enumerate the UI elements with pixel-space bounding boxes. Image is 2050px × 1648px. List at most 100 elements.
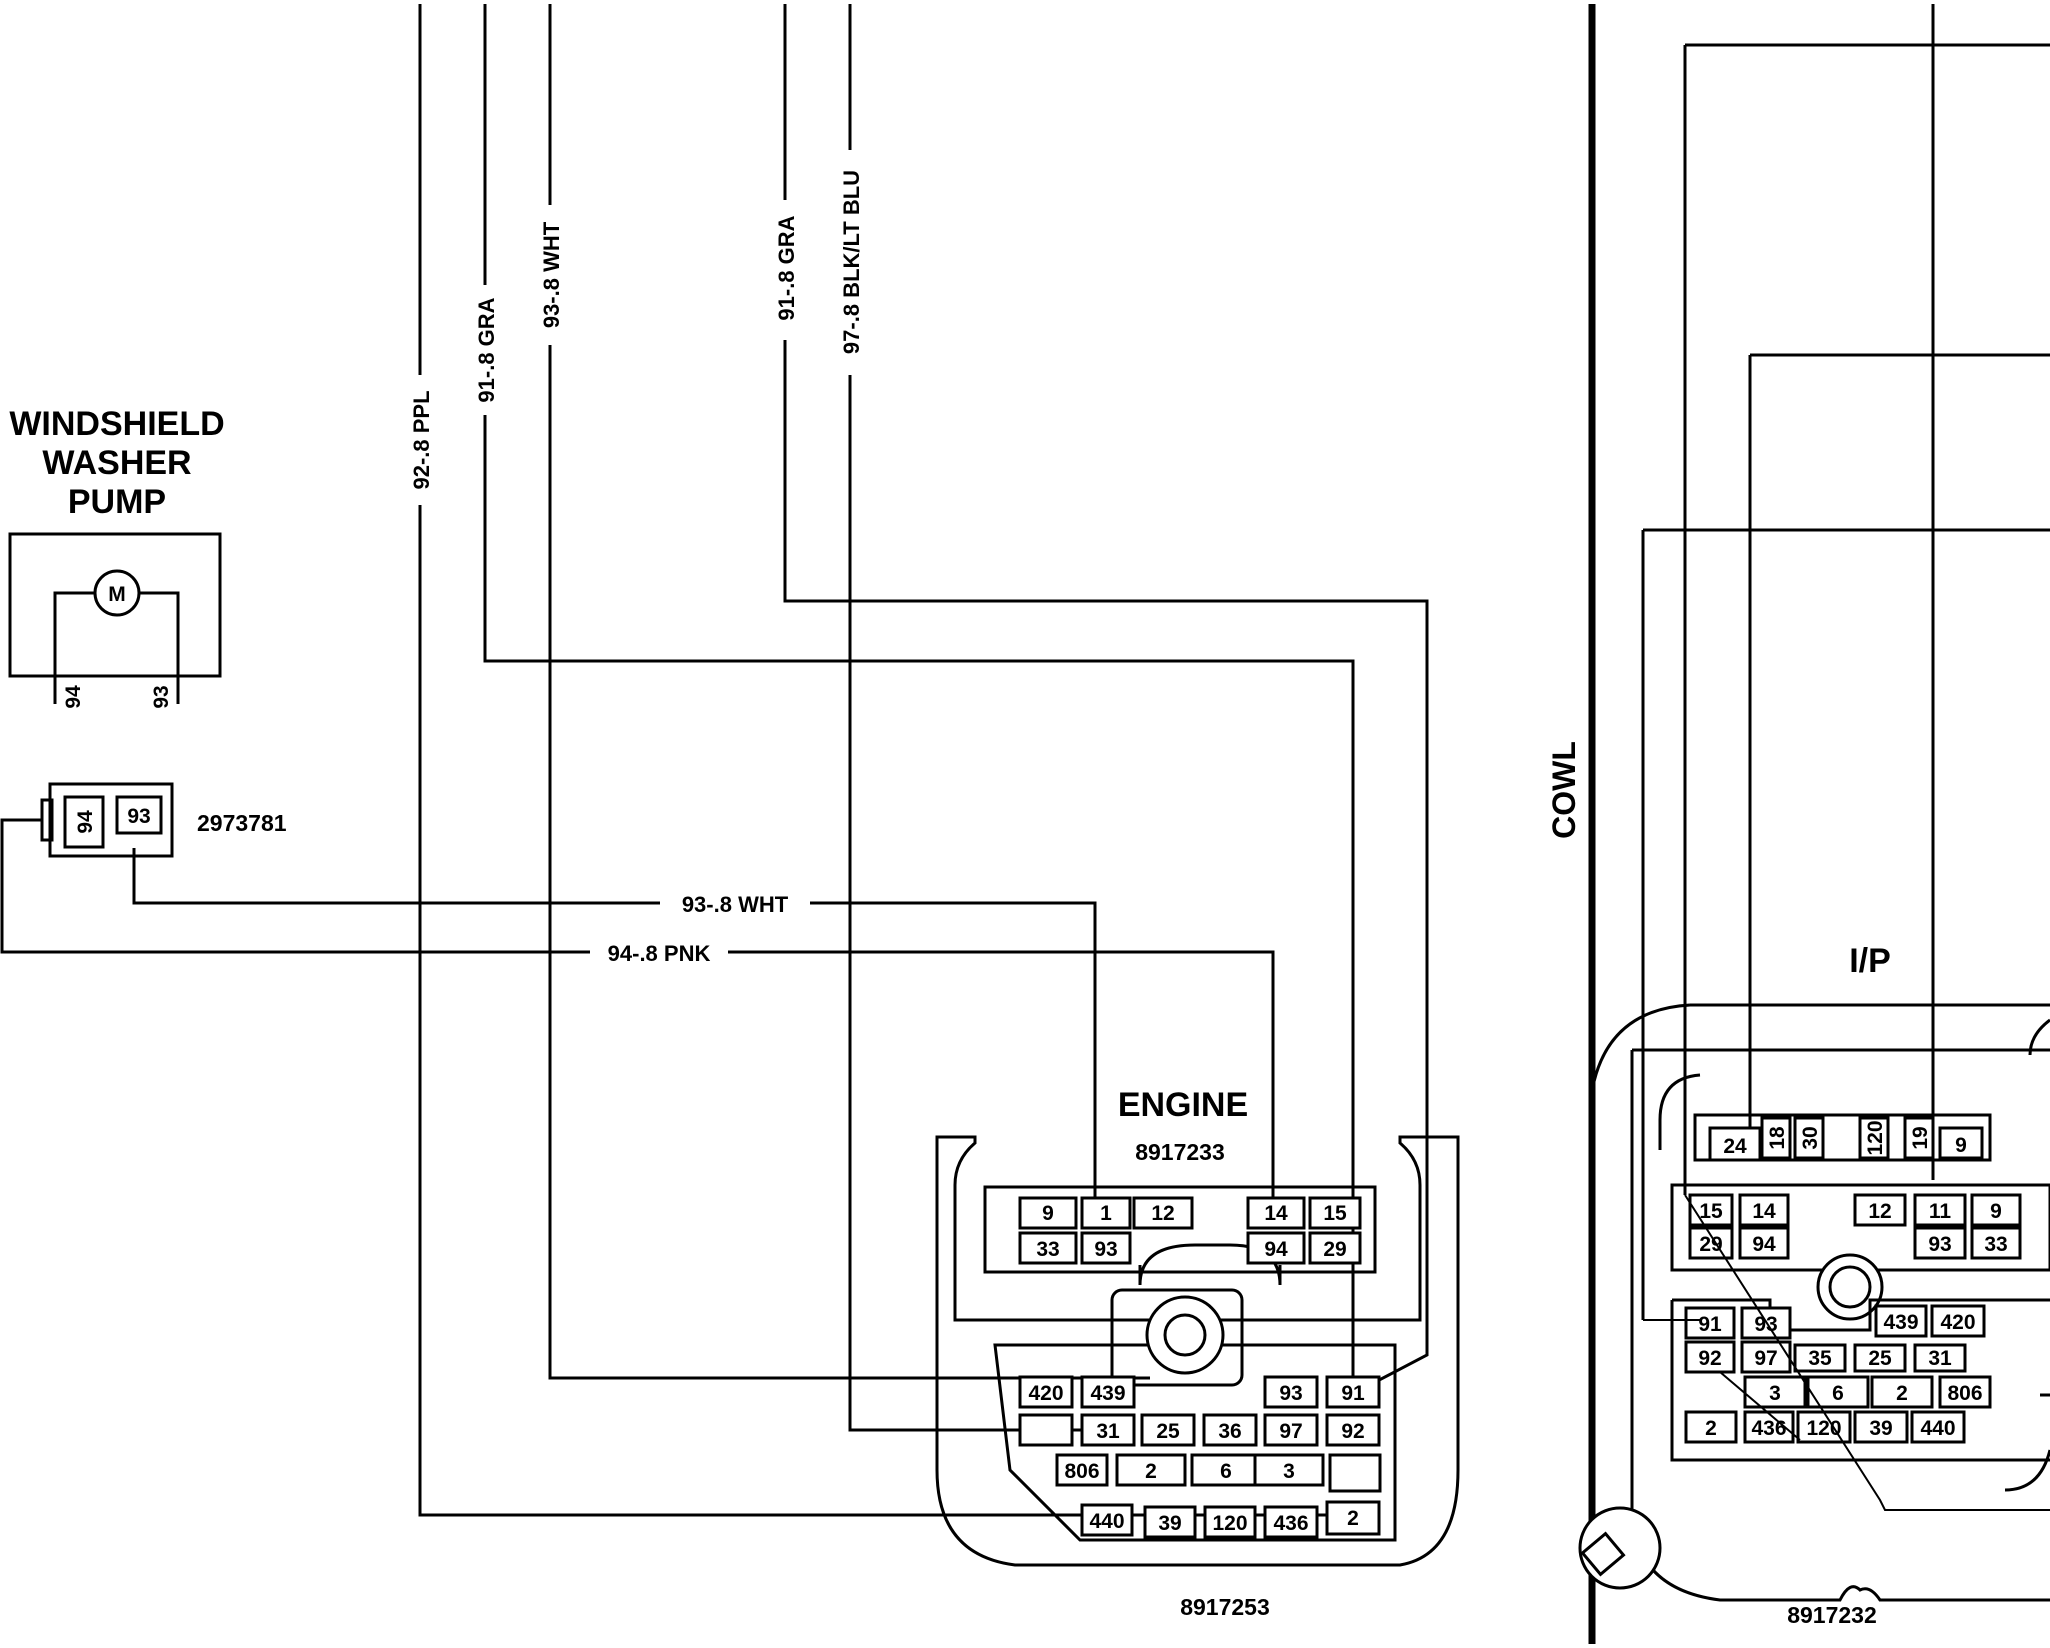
engine-cavity xyxy=(1325,1413,1381,1447)
pump-connector-latch xyxy=(40,798,54,842)
ip-cavity xyxy=(1684,1410,1738,1444)
ip-pin-93-upper: 93 xyxy=(1928,1233,1951,1256)
wire-label-93-wht-horizontal: 93-.8 WHT xyxy=(682,892,789,917)
pump-connector-part-number: 2973781 xyxy=(197,810,287,836)
engine-cavity xyxy=(1308,1231,1362,1265)
ip-cavity xyxy=(1688,1193,1734,1227)
engine-cavity xyxy=(1263,1413,1319,1447)
ip-bolt-inner xyxy=(1828,1265,1872,1309)
ip-lower-block xyxy=(1670,1298,2050,1462)
engine-cavity xyxy=(1325,1375,1381,1409)
ip-pin-11: 11 xyxy=(1929,1200,1952,1223)
engine-upper-keyway xyxy=(1138,1243,1282,1286)
engine-center-boss xyxy=(1110,1288,1244,1387)
engine-pin-97: 97 xyxy=(1279,1420,1302,1443)
ip-cavity xyxy=(1760,1116,1792,1160)
cowl: COWL xyxy=(1546,4,1596,1644)
label-bg xyxy=(660,890,810,916)
ip-pin-91: 91 xyxy=(1698,1313,1722,1336)
pump-title-line-2: WASHER xyxy=(42,444,191,482)
ip-connector: I/P 24 18 30 120 19 9 15 14 12 11 9 29 xyxy=(1578,4,2050,1628)
wire-93-wht-horizontal xyxy=(132,848,1097,1202)
engine-pin-420: 420 xyxy=(1028,1382,1063,1405)
ip-cavity xyxy=(1913,1193,1967,1227)
engine-cavity xyxy=(1246,1231,1306,1265)
wire-label-91-gra-left: 91-.8 GRA xyxy=(474,297,499,402)
wire-94-pnk xyxy=(0,818,1275,1202)
pump-connector: 94 93 2973781 xyxy=(40,782,287,858)
engine-pin-33: 33 xyxy=(1036,1238,1059,1261)
engine-pin-3: 3 xyxy=(1283,1460,1295,1483)
engine-cavity xyxy=(1055,1453,1109,1487)
ip-cavity xyxy=(1938,1375,1992,1409)
engine-cavity xyxy=(1253,1453,1325,1487)
wire-label-94-pnk: 94-.8 PNK xyxy=(608,941,711,966)
pump-connector-cavity-94 xyxy=(63,795,105,849)
engine-connector: ENGINE 8917233 9 1 12 14 15 33 93 94 29 … xyxy=(935,1086,1460,1620)
ip-pin-120-lower: 120 xyxy=(1806,1417,1841,1440)
ip-housing-outer xyxy=(1588,1003,2050,1560)
engine-pin-120: 120 xyxy=(1212,1512,1247,1535)
engine-cavity xyxy=(1328,1453,1382,1493)
ip-pin-35: 35 xyxy=(1808,1347,1832,1370)
ip-cavity xyxy=(1793,1343,1847,1373)
ip-cavity xyxy=(1738,1193,1790,1227)
engine-cavity xyxy=(1308,1196,1362,1230)
label-bg xyxy=(837,150,865,375)
ip-key-left xyxy=(1658,1073,1701,1150)
pump-body xyxy=(8,532,222,678)
engine-pin-12: 12 xyxy=(1151,1202,1174,1225)
engine-pin-15: 15 xyxy=(1323,1202,1347,1225)
pump-title-line-3: PUMP xyxy=(68,483,166,521)
engine-cavity xyxy=(1018,1196,1078,1230)
ip-cavity xyxy=(1910,1410,1966,1444)
engine-cavity xyxy=(1202,1413,1258,1447)
ip-top-block xyxy=(1693,1113,1992,1162)
ip-pin-25: 25 xyxy=(1868,1347,1892,1370)
ip-cavity xyxy=(1688,1226,1734,1260)
engine-cavity xyxy=(1018,1231,1078,1265)
wire-label-97-blk-lt-blu: 97-.8 BLK/LT BLU xyxy=(839,170,864,354)
engine-cavity xyxy=(1018,1413,1074,1447)
engine-cavity xyxy=(1246,1196,1306,1230)
wire-label-92-ppl: 92-.8 PPL xyxy=(409,390,434,489)
cowl-label: COWL xyxy=(1546,741,1582,839)
label-bg xyxy=(537,205,565,345)
engine-connector-title: ENGINE xyxy=(1118,1086,1248,1124)
engine-connector-body-part: 8917253 xyxy=(1180,1594,1270,1620)
engine-upper-block xyxy=(983,1185,1377,1274)
pump-connector-body xyxy=(48,782,174,858)
ip-cavity xyxy=(1684,1306,1736,1340)
pump-internal-wires xyxy=(53,591,180,704)
ip-pin-15: 15 xyxy=(1699,1200,1723,1223)
ip-cavity xyxy=(1793,1116,1825,1160)
ip-cavity xyxy=(1930,1304,1986,1338)
ip-cavity xyxy=(1874,1304,1928,1338)
label-bg xyxy=(472,285,500,415)
ip-pin-436: 436 xyxy=(1751,1417,1786,1440)
ip-connector-body-part: 8917232 xyxy=(1787,1602,1877,1628)
ip-pin-120: 120 xyxy=(1864,1120,1887,1155)
ip-mounting-clip xyxy=(1580,1531,1626,1577)
ip-connector-title: I/P xyxy=(1849,942,1891,980)
ip-pin-18: 18 xyxy=(1766,1126,1789,1150)
ip-pin-92: 92 xyxy=(1698,1347,1721,1370)
engine-pin-2-lower: 2 xyxy=(1347,1507,1359,1530)
ip-wire-runs xyxy=(1643,4,2050,1180)
wire-labels: 92-.8 PPL 91-.8 GRA 93-.8 WHT 91-.8 GRA … xyxy=(407,150,865,966)
ip-pin-806: 806 xyxy=(1947,1382,1982,1405)
engine-cavity xyxy=(1115,1453,1187,1487)
ip-crossing-wire-2 xyxy=(1643,1319,1801,1441)
engine-cavity xyxy=(1263,1375,1319,1409)
ip-crossing-wire-1 xyxy=(1684,1194,2050,1511)
ip-pin-19: 19 xyxy=(1909,1126,1932,1149)
ip-pin-39: 39 xyxy=(1869,1417,1892,1440)
ip-pin-6: 6 xyxy=(1832,1382,1844,1405)
engine-pin-91: 91 xyxy=(1341,1382,1365,1405)
engine-bolt-inner xyxy=(1163,1313,1207,1357)
wire-label-93-wht-vertical: 93-.8 WHT xyxy=(539,221,564,328)
wire-93-wht-vertical xyxy=(548,4,1150,1380)
engine-pin-36: 36 xyxy=(1218,1420,1241,1443)
ip-pin-2: 2 xyxy=(1705,1417,1717,1440)
engine-pin-6: 6 xyxy=(1220,1460,1232,1483)
